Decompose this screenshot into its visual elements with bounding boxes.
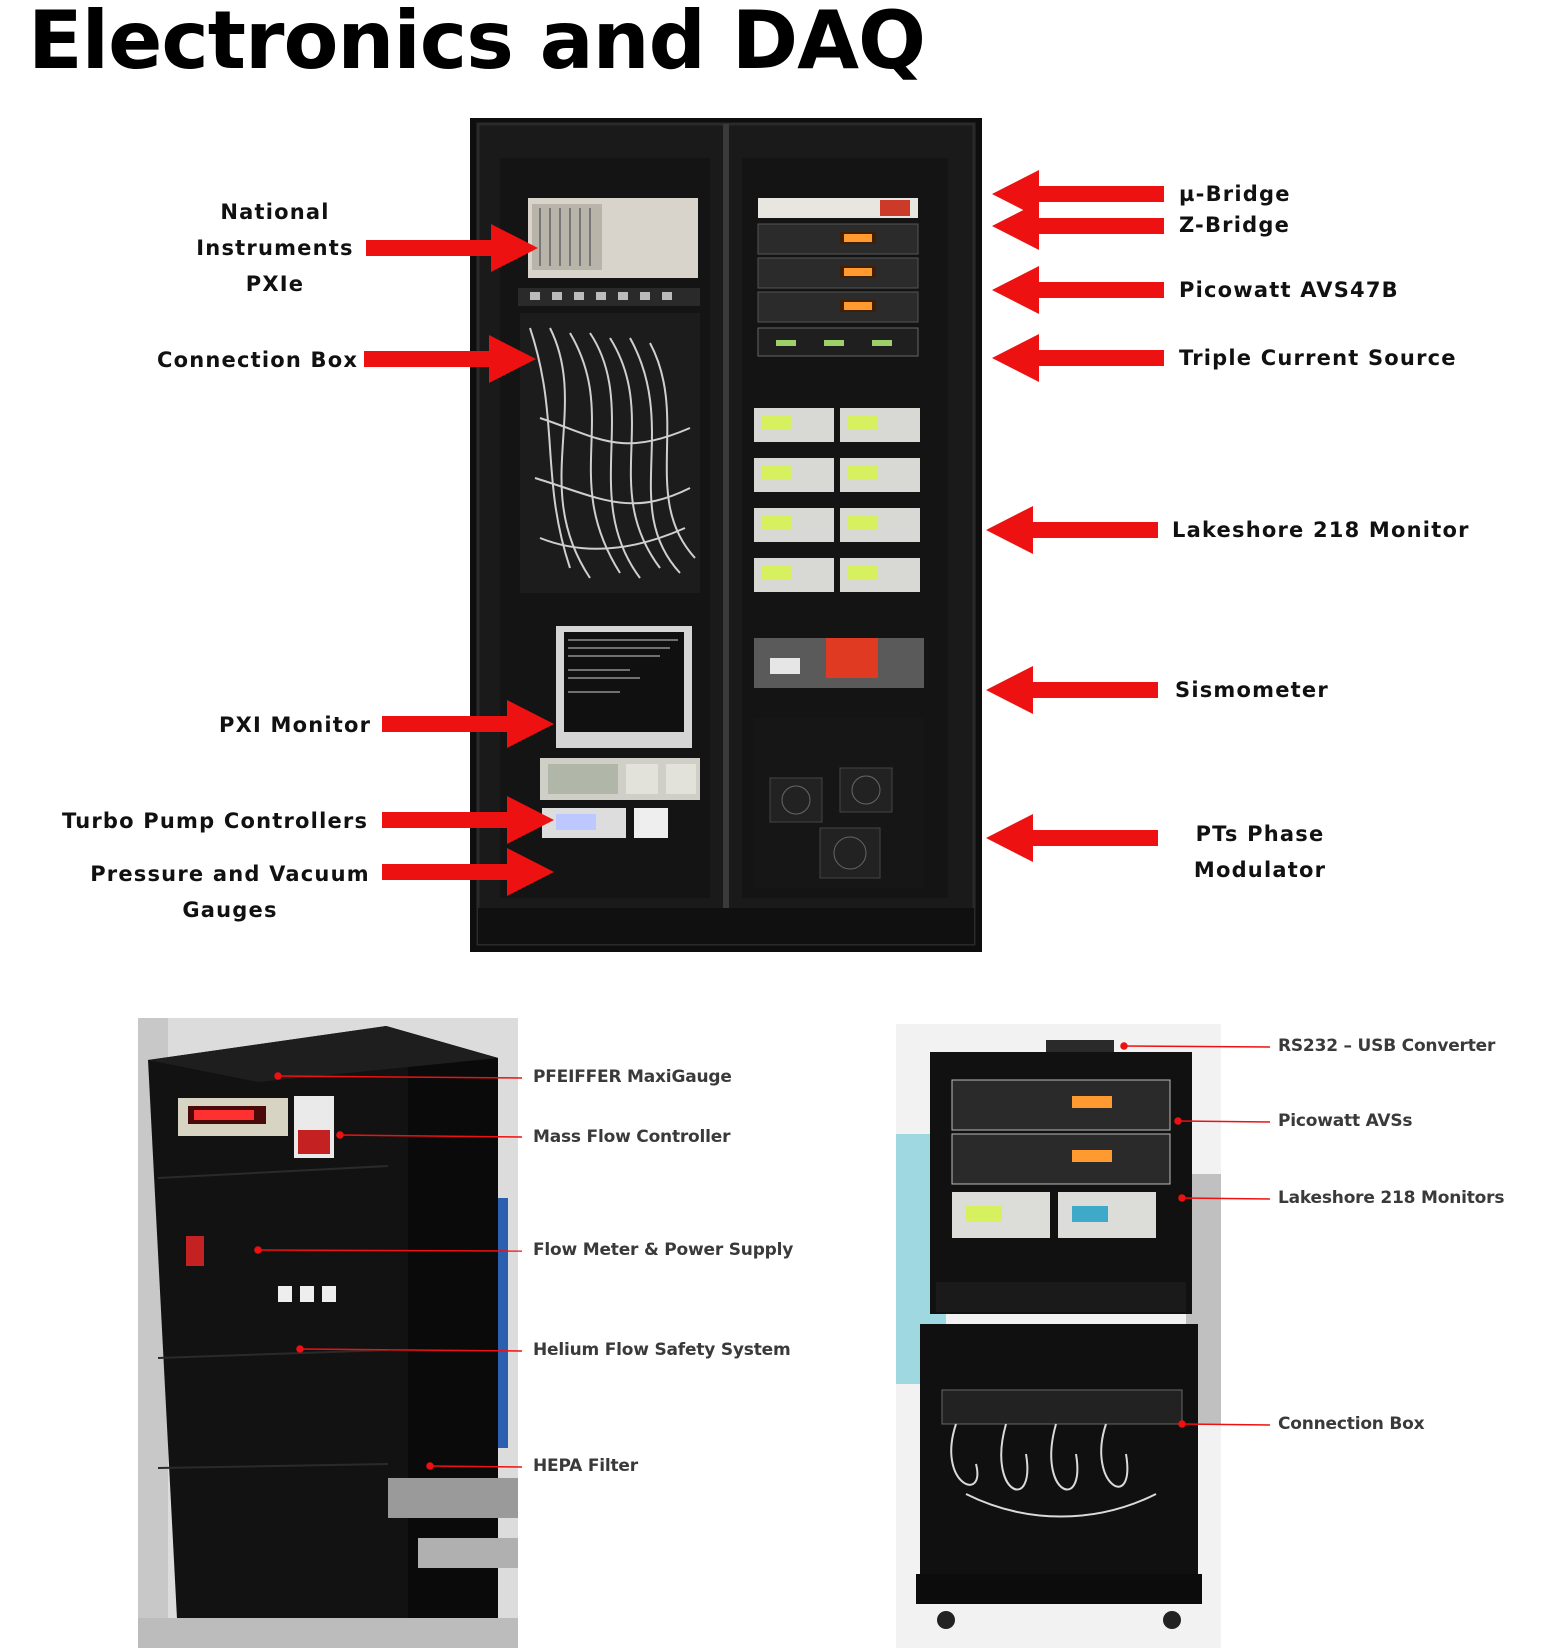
label-rs232: RS232 – USB Converter	[1278, 1036, 1496, 1056]
label-lakeshore: Lakeshore 218 Monitor	[1172, 518, 1470, 542]
label-connection-box: Connection Box	[157, 348, 359, 372]
label-pfeiffer: PFEIFFER MaxiGauge	[533, 1067, 732, 1087]
label-line: Modulator	[1193, 858, 1327, 882]
label-pxi-monitor: PXI Monitor	[219, 713, 372, 737]
label-line: Instruments	[196, 236, 354, 260]
label-flow-meter: Flow Meter & Power Supply	[533, 1240, 794, 1260]
lakeshore-monitors	[754, 408, 920, 592]
main-rack-photo	[470, 118, 982, 952]
label-line: PXIe	[245, 272, 305, 296]
connection-box-small	[941, 1389, 1183, 1425]
label-pts-phase: PTs Phase Modulator	[1160, 816, 1360, 888]
small-rack-photo	[896, 1024, 1221, 1648]
label-mass-flow: Mass Flow Controller	[533, 1127, 731, 1147]
label-pressure-vacuum: Pressure and Vacuum Gauges	[80, 856, 380, 928]
label-triple-current: Triple Current Source	[1179, 346, 1457, 370]
picowatt-avs-2	[951, 1133, 1171, 1185]
label-connection-box-small: Connection Box	[1278, 1414, 1425, 1434]
label-hepa: HEPA Filter	[533, 1456, 638, 1476]
label-z-bridge: Z-Bridge	[1179, 213, 1291, 237]
label-line: Pressure and Vacuum	[90, 862, 370, 886]
label-picowatt-avss: Picowatt AVSs	[1278, 1111, 1413, 1131]
label-helium-safety: Helium Flow Safety System	[533, 1340, 791, 1360]
label-national-instruments: National Instruments PXIe	[190, 194, 360, 302]
label-mu-bridge: µ-Bridge	[1179, 182, 1291, 206]
label-turbo-pump: Turbo Pump Controllers	[62, 809, 369, 833]
picowatt-avs-1	[951, 1079, 1171, 1131]
label-picowatt: Picowatt AVS47B	[1179, 278, 1399, 302]
label-line: National	[220, 200, 330, 224]
label-lakeshore-monitors: Lakeshore 218 Monitors	[1278, 1188, 1505, 1208]
gas-cabinet-photo	[138, 1018, 518, 1648]
label-sismometer: Sismometer	[1175, 678, 1329, 702]
label-line: Gauges	[182, 898, 278, 922]
page-title: Electronics and DAQ	[28, 0, 926, 87]
bridge-units	[758, 198, 918, 218]
label-line: PTs Phase	[1195, 822, 1325, 846]
